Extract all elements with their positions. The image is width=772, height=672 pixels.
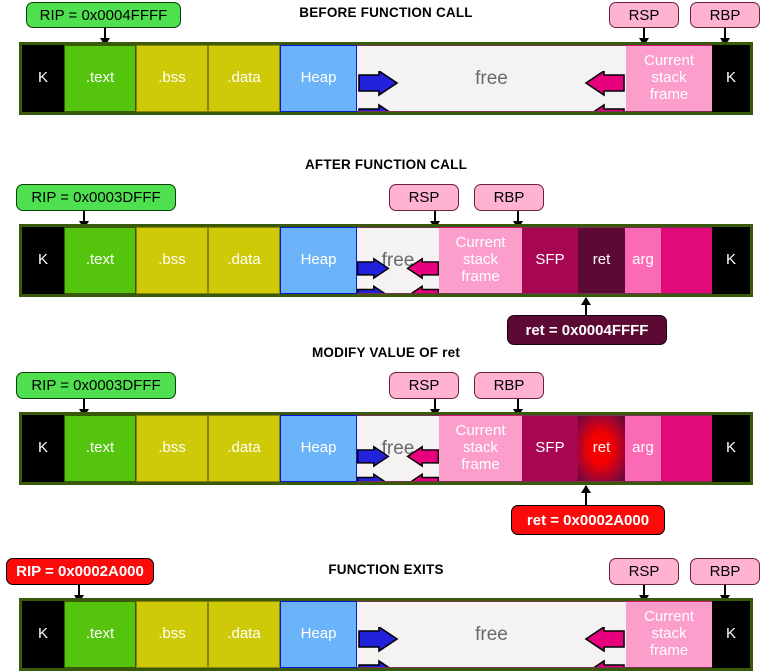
stack-fill-segment — [661, 415, 712, 482]
ret-callout: ret = 0x0004FFFF — [507, 315, 667, 345]
text-segment: .text — [64, 227, 136, 294]
rbp-callout: RBP — [474, 372, 544, 399]
rsp-callout-label: RSP — [408, 189, 440, 206]
current-stack-frame: Current stack frame — [626, 601, 712, 668]
data-segment: .data — [208, 415, 280, 482]
kernel-left: K — [22, 45, 64, 112]
rsp-callout: RSP — [609, 558, 679, 585]
free-segment: free — [357, 415, 439, 482]
current-stack-frame: Current stack frame — [439, 415, 522, 482]
stack-growth-arrows-icon — [406, 420, 439, 481]
free-segment: free — [357, 45, 626, 112]
memory-bar: K .text .bss .data Heap free — [19, 412, 753, 485]
rsp-callout-label: RSP — [628, 6, 660, 24]
rsp-callout-label: RSP — [408, 377, 440, 394]
heap-segment: Heap — [280, 227, 357, 294]
rip-callout: RIP = 0x0004FFFF — [26, 2, 181, 28]
text-segment: .text — [64, 601, 136, 668]
rip-callout: RIP = 0x0003DFFF — [16, 184, 176, 211]
rip-callout-label: RIP = 0x0003DFFF — [31, 377, 161, 394]
rsp-callout: RSP — [389, 184, 459, 211]
ret-callout-label: ret = 0x0002A000 — [526, 511, 650, 529]
heap-segment: Heap — [280, 601, 357, 668]
arg-segment: arg — [625, 227, 661, 294]
free-segment: free — [357, 601, 626, 668]
rbp-callout: RBP — [690, 558, 760, 585]
panel-title: MODIFY VALUE OF ret — [311, 345, 461, 360]
rip-callout: RIP = 0x0003DFFF — [16, 372, 176, 399]
panel-modify-value-of-ret: MODIFY VALUE OF ret RIP = 0x0003DFFF RSP… — [0, 340, 772, 540]
rbp-callout-label: RBP — [709, 6, 741, 24]
heap-segment: Heap — [280, 415, 357, 482]
stack-growth-arrows-icon — [406, 232, 439, 293]
kernel-right: K — [712, 601, 750, 668]
rsp-callout: RSP — [609, 2, 679, 28]
kernel-left: K — [22, 227, 64, 294]
heap-growth-arrows-icon — [357, 232, 390, 293]
rip-callout-label: RIP = 0x0002A000 — [16, 563, 144, 580]
data-segment: .data — [208, 227, 280, 294]
bss-segment: .bss — [136, 601, 208, 668]
current-stack-frame: Current stack frame — [439, 227, 522, 294]
panel-title: BEFORE FUNCTION CALL — [299, 5, 473, 20]
kernel-right: K — [712, 45, 750, 112]
sfp-segment: SFP — [522, 415, 578, 482]
panel-title: AFTER FUNCTION CALL — [304, 157, 468, 172]
bss-segment: .bss — [136, 227, 208, 294]
heap-segment: Heap — [280, 45, 357, 112]
rbp-callout-label: RBP — [493, 377, 525, 394]
memory-bar: K .text .bss .data Heap free — [19, 224, 753, 297]
stack-fill-segment — [661, 227, 712, 294]
arg-segment: arg — [625, 415, 661, 482]
heap-growth-arrows-icon — [357, 420, 390, 481]
rip-callout-label: RIP = 0x0003DFFF — [31, 189, 161, 206]
kernel-left: K — [22, 601, 64, 668]
sfp-segment: SFP — [522, 227, 578, 294]
rbp-callout: RBP — [474, 184, 544, 211]
memory-bar: K .text .bss .data Heap free — [19, 598, 753, 671]
ret-callout-label: ret = 0x0004FFFF — [525, 321, 649, 339]
panel-function-exits: FUNCTION EXITS RIP = 0x0002A000 RSP RBP … — [0, 552, 772, 672]
bss-segment: .bss — [136, 45, 208, 112]
rip-callout-label: RIP = 0x0004FFFF — [39, 6, 168, 24]
text-segment: .text — [64, 415, 136, 482]
heap-growth-arrows-icon — [357, 606, 399, 667]
memory-bar: K .text .bss .data Heap free — [19, 42, 753, 115]
panel-before-function-call: BEFORE FUNCTION CALL RIP = 0x0004FFFF RS… — [0, 0, 772, 135]
data-segment: .data — [208, 45, 280, 112]
panel-title: FUNCTION EXITS — [328, 562, 444, 577]
current-stack-frame: Current stack frame — [626, 45, 712, 112]
heap-growth-arrows-icon — [357, 50, 399, 111]
stack-growth-arrows-icon — [584, 50, 626, 111]
kernel-right: K — [712, 227, 750, 294]
ret-callout: ret = 0x0002A000 — [511, 505, 665, 535]
rsp-callout-label: RSP — [628, 563, 660, 580]
data-segment: .data — [208, 601, 280, 668]
rip-callout: RIP = 0x0002A000 — [6, 558, 154, 585]
rbp-callout-label: RBP — [493, 189, 525, 206]
kernel-left: K — [22, 415, 64, 482]
stack-growth-arrows-icon — [584, 606, 626, 667]
ret-segment: ret — [578, 227, 625, 294]
panel-after-function-call: AFTER FUNCTION CALL RIP = 0x0003DFFF RSP… — [0, 152, 772, 347]
bss-segment: .bss — [136, 415, 208, 482]
rbp-callout-label: RBP — [709, 563, 741, 580]
kernel-right: K — [712, 415, 750, 482]
text-segment: .text — [64, 45, 136, 112]
free-segment: free — [357, 227, 439, 294]
rsp-callout: RSP — [389, 372, 459, 399]
ret-segment: ret — [578, 415, 625, 482]
rbp-callout: RBP — [690, 2, 760, 28]
